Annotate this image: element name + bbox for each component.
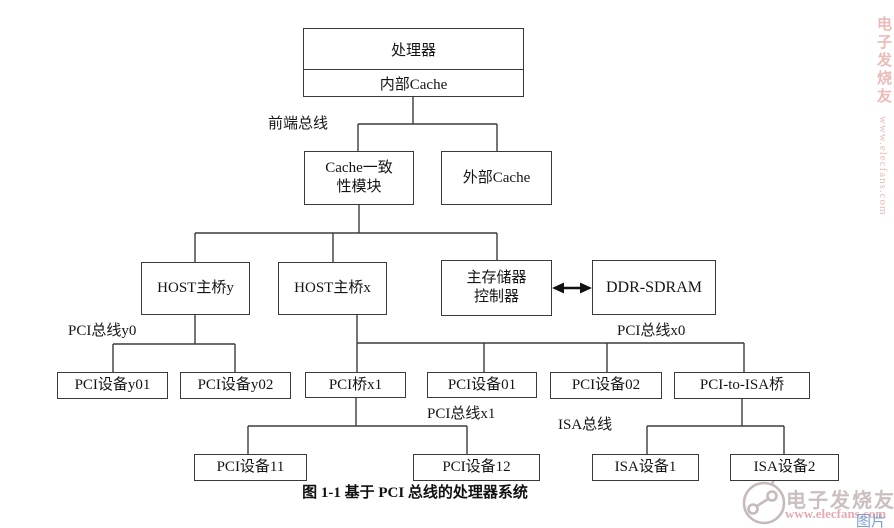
label-pci-bus-y0: PCI总线y0	[68, 323, 137, 339]
node-external-cache: 外部Cache	[441, 151, 552, 205]
node-processor: 处理器	[390, 42, 436, 59]
label-isa-bus: ISA总线	[558, 417, 613, 433]
label-front-side-bus: 前端总线	[268, 116, 329, 132]
watermark-vertical-brand: 电子发烧友	[875, 16, 891, 106]
node-host-bridge-y: HOST主桥y	[141, 262, 250, 315]
node-pci-device-12: PCI设备12	[413, 454, 540, 481]
node-host-bridge-x: HOST主桥x	[278, 262, 387, 315]
double-arrow-icon	[552, 282, 592, 294]
label-pci-bus-x0: PCI总线x0	[617, 323, 686, 339]
node-pci-device-y02: PCI设备y02	[180, 372, 291, 399]
label-pci-bus-x1: PCI总线x1	[427, 406, 496, 422]
watermark-vertical: 电子发烧友 www.elecfans.com	[875, 16, 891, 216]
node-isa-device-1: ISA设备1	[592, 454, 699, 481]
cache-coherency-line1: Cache一致	[325, 160, 393, 177]
memory-controller-line2: 控制器	[473, 289, 519, 305]
watermark-brand-text: 电子发烧友	[786, 490, 894, 512]
node-memory-controller: 主存储器 控制器	[441, 260, 552, 316]
node-pci-to-isa-bridge: PCI-to-ISA桥	[674, 372, 810, 399]
watermark-vertical-url: www.elecfans.com	[877, 116, 889, 216]
node-pci-device-02: PCI设备02	[550, 372, 662, 399]
node-pci-bridge-x1: PCI桥x1	[305, 372, 406, 398]
figure-caption: 图 1-1 基于 PCI 总线的处理器系统	[302, 485, 528, 501]
node-internal-cache: 内部Cache	[304, 69, 523, 96]
memory-controller-line1: 主存储器	[466, 270, 527, 287]
node-pci-device-y01: PCI设备y01	[57, 372, 168, 399]
node-cache-coherency: Cache一致 性模块	[304, 151, 414, 205]
node-processor-stack: 处理器 内部Cache	[303, 28, 524, 97]
cache-coherency-line2: 性模块	[336, 179, 382, 195]
node-ddr-sdram: DDR-SDRAM	[592, 260, 716, 315]
node-pci-device-11: PCI设备11	[194, 454, 307, 481]
watermark-url-text: www.elecfans.com	[785, 506, 887, 521]
node-pci-device-01: PCI设备01	[427, 372, 537, 398]
watermark-corner-label: 图片	[856, 514, 887, 528]
node-isa-device-2: ISA设备2	[730, 454, 839, 481]
